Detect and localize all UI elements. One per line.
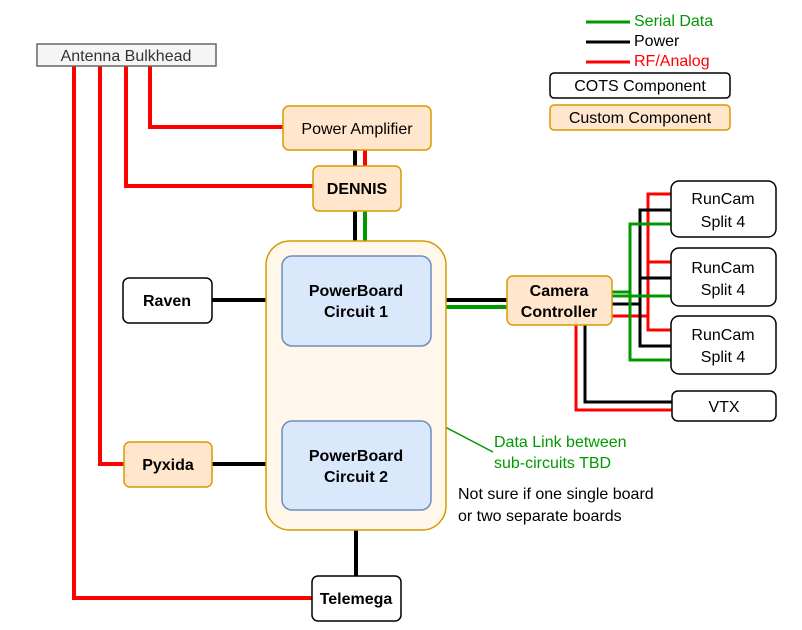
board-note-line1: Not sure if one single board bbox=[458, 486, 654, 503]
pb1-label-line1: PowerBoard bbox=[309, 283, 403, 300]
rf-line-vtx bbox=[574, 325, 672, 412]
raven-node[interactable]: Raven bbox=[122, 277, 213, 324]
power-line-vtx bbox=[583, 325, 672, 404]
power-line-runcam-1 bbox=[612, 208, 671, 306]
dennis-label: DENNIS bbox=[327, 181, 388, 198]
legend-custom-label: Custom Component bbox=[569, 110, 712, 127]
pyxida-node[interactable]: Pyxida bbox=[123, 441, 213, 488]
legend-custom-box bbox=[549, 104, 731, 131]
camera-controller-node[interactable]: Camera Controller bbox=[506, 275, 613, 326]
power-line-runcam-3 bbox=[638, 304, 671, 348]
vtx-label: VTX bbox=[708, 399, 739, 416]
power-amplifier-label: Power Amplifier bbox=[301, 121, 413, 138]
pb2-label-line1: PowerBoard bbox=[309, 448, 403, 465]
data-link-note: Data Link between sub-circuits TBD bbox=[494, 434, 627, 472]
legend-cots-box bbox=[549, 72, 731, 99]
camera-controller-label-line2: Controller bbox=[521, 304, 597, 321]
rf-line-pyxida bbox=[98, 65, 124, 466]
data-link-note-line1: Data Link between bbox=[494, 434, 627, 451]
legend-power-label: Power bbox=[634, 33, 680, 50]
runcam-2-label-line2: Split 4 bbox=[701, 282, 746, 299]
data-link-note-line2: sub-circuits TBD bbox=[494, 455, 611, 472]
rf-lines bbox=[72, 65, 367, 600]
legend: Serial Data Power RF/Analog COTS Compone… bbox=[549, 13, 731, 131]
runcam-1-label-line1: RunCam bbox=[691, 191, 754, 208]
power-amplifier-node[interactable]: Power Amplifier bbox=[282, 105, 432, 151]
rf-line-runcam-3 bbox=[646, 316, 671, 332]
pyxida-label: Pyxida bbox=[142, 457, 194, 474]
dennis-node[interactable]: DENNIS bbox=[312, 165, 402, 212]
pb2-label-line2: Circuit 2 bbox=[324, 469, 388, 486]
runcam-2-node[interactable]: RunCam Split 4 bbox=[670, 247, 777, 307]
runcam-1-node[interactable]: RunCam Split 4 bbox=[670, 180, 777, 238]
legend-rf-label: RF/Analog bbox=[634, 53, 710, 70]
antenna-bulkhead-node[interactable]: Antenna Bulkhead bbox=[36, 43, 217, 67]
legend-serial-label: Serial Data bbox=[634, 13, 713, 30]
telemega-node[interactable]: Telemega bbox=[311, 575, 402, 622]
camera-controller-label-line1: Camera bbox=[530, 283, 589, 300]
board-note-line2: or two separate boards bbox=[458, 508, 622, 525]
runcam-3-node[interactable]: RunCam Split 4 bbox=[670, 315, 777, 375]
vtx-node[interactable]: VTX bbox=[671, 390, 777, 422]
powerboard-circuit-1-node[interactable]: PowerBoard Circuit 1 bbox=[281, 255, 432, 347]
serial-line-runcam-1 bbox=[612, 222, 671, 294]
camera-fanout-lines bbox=[574, 192, 672, 412]
raven-label: Raven bbox=[143, 293, 191, 310]
serial-line-runcam-3 bbox=[628, 292, 671, 362]
rf-line-dennis bbox=[124, 65, 313, 188]
rf-line-power-amplifier bbox=[148, 65, 283, 129]
powerboard-circuit-2-node[interactable]: PowerBoard Circuit 2 bbox=[281, 420, 432, 511]
rf-line-telemega bbox=[72, 65, 312, 600]
telemega-label: Telemega bbox=[320, 591, 393, 608]
runcam-3-label-line2: Split 4 bbox=[701, 349, 746, 366]
runcam-3-label-line1: RunCam bbox=[691, 327, 754, 344]
runcam-2-label-line1: RunCam bbox=[691, 260, 754, 277]
antenna-bulkhead-label: Antenna Bulkhead bbox=[61, 48, 192, 65]
legend-cots-label: COTS Component bbox=[574, 78, 706, 95]
runcam-1-label-line2: Split 4 bbox=[701, 214, 746, 231]
board-uncertainty-note: Not sure if one single board or two sepa… bbox=[458, 486, 654, 525]
pb1-label-line2: Circuit 1 bbox=[324, 304, 388, 321]
